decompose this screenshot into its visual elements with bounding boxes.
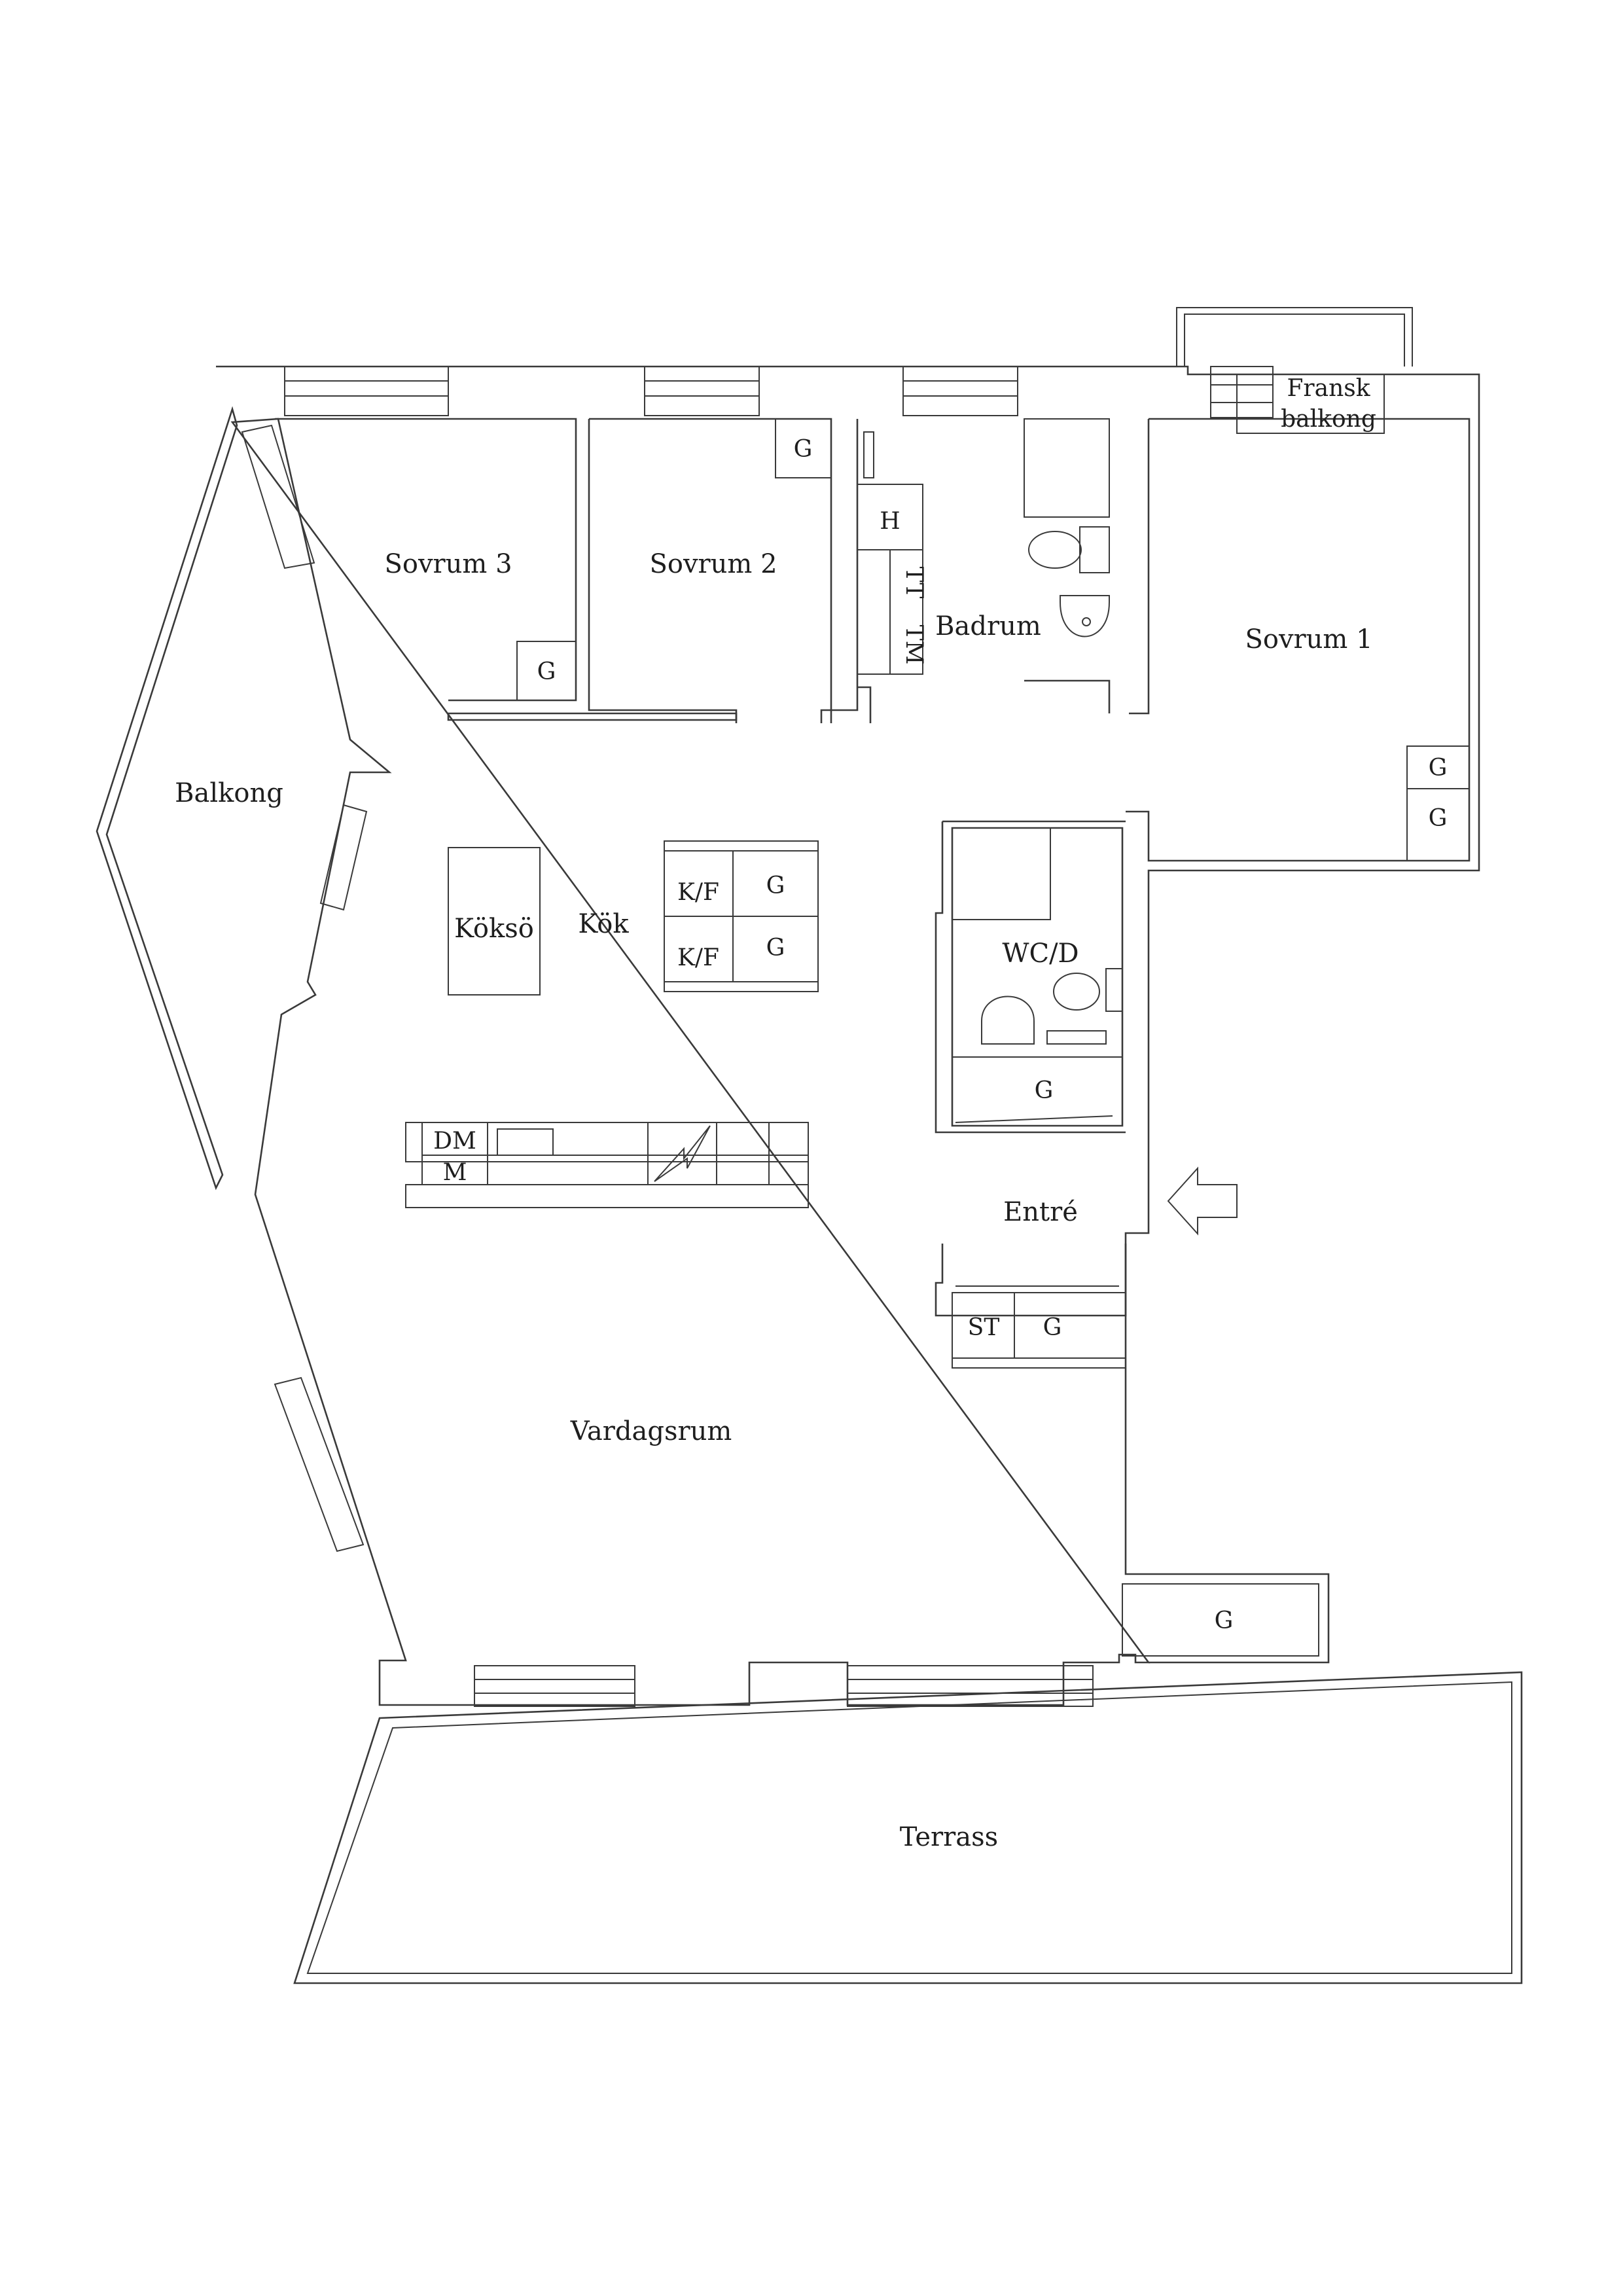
room-label-vardagsrum: Vardagsrum [570,1416,732,1446]
room-label-sovrum3: Sovrum 3 [384,549,512,579]
washer-icon [1046,1030,1107,1045]
room-label-fransk: Fransk [1287,375,1370,402]
closet-label-sovrum1-a: G [1429,755,1448,781]
closet-sovrum3 [516,641,577,701]
closet-label-wcd: G [1035,1077,1054,1104]
wcd-toilet-icon [1053,973,1100,1011]
balkong-outline [96,406,238,1191]
closet-label-kok-1: G [766,872,785,899]
closet-label-sovrum1-b: G [1429,805,1448,832]
closet-label-sovrum2: G [794,436,813,463]
closet-sovrum1 [1406,745,1470,861]
dryer-cabinet-label: H [880,508,900,535]
dishwasher-label: DM [433,1128,476,1155]
room-labels: Sovrum 3 Sovrum 2 Badrum Sovrum 1 Fransk… [175,375,1376,1852]
room-label-wcd: WC/D [1002,939,1079,969]
toilet-icon [1028,531,1082,569]
closet-label-sovrum3: G [537,658,556,685]
wcd-fixtures [952,827,1123,1126]
terrass-outline [293,1671,1523,1984]
room-label-sovrum1: Sovrum 1 [1245,624,1372,655]
stand-closet-label: ST [968,1314,1000,1341]
windows [241,366,1274,1707]
kitchen-furniture [405,840,819,1208]
room-label-balkong: Balkong [175,778,283,808]
sink-counter [497,1128,554,1156]
room-label-entre: Entré [1003,1197,1078,1227]
room-label-sovrum2: Sovrum 2 [649,549,777,579]
closet-sovrum2 [775,418,832,478]
towel-rail-icon [863,431,874,478]
shower-icon [1024,418,1110,518]
room-label-balkong-small: balkong [1281,406,1376,433]
room-label-terrass: Terrass [900,1822,998,1852]
wcd-shower-icon [952,827,1051,920]
fixture-labels: G G G G H TT TM K/F K/F G G DM M G ST G … [433,436,1447,1634]
dryer-label: TT [901,567,927,599]
fransk-balkong-frame [1236,374,1385,434]
room-label-kok: Kök [578,909,629,939]
entre-closets [952,1285,1319,1657]
bathroom-fixtures [857,418,1110,675]
interior-walls [275,418,1471,1317]
outer-walls [216,307,1480,1706]
closet-label-vardagsrum: G [1215,1607,1234,1634]
wcd-sink-icon [981,996,1035,1045]
sink-icon [1060,595,1110,637]
fridge-freezer-label-1: K/F [677,879,719,906]
closet-label-kok-2: G [766,935,785,961]
washer-label: TM [901,625,927,665]
fridge-freezer-label-2: K/F [677,944,719,971]
closets [516,374,1470,861]
closet-label-entre: G [1043,1314,1062,1341]
entrance-arrow-icon [1167,1166,1238,1236]
microwave-label: M [443,1159,467,1186]
room-label-koksö: Köksö [454,914,534,944]
room-label-badrum: Badrum [935,611,1041,641]
kitchen-island [448,847,541,996]
